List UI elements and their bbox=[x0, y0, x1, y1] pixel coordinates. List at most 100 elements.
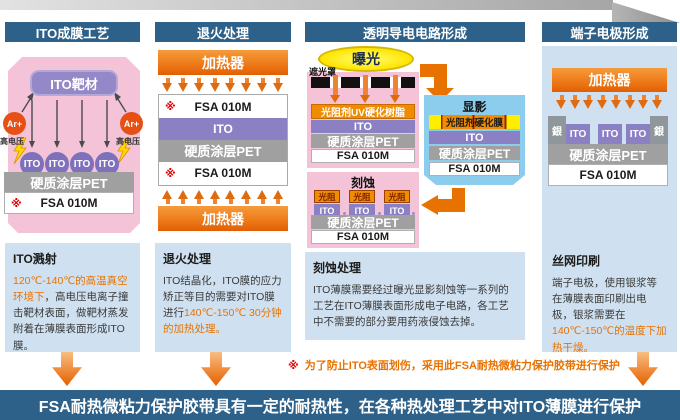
resist-cap-label: 光阻 bbox=[388, 191, 406, 202]
etch-residue-dot bbox=[343, 212, 346, 215]
header-step2: 退火处理 bbox=[155, 22, 291, 42]
anneal-desc-highlight: 140℃-150℃ 30分钟的加热处理。 bbox=[163, 307, 282, 336]
down-arrow-icon bbox=[624, 95, 636, 109]
ref-mark: ※ bbox=[11, 197, 22, 210]
uv-arrow-icon bbox=[333, 75, 338, 96]
flow-arrow-shaft bbox=[0, 0, 613, 10]
pet-layer-label: 硬质涂层PET bbox=[438, 146, 511, 161]
cured-resist-layer: 光阻剂硬化膜 bbox=[429, 115, 520, 129]
etch-residue-dot bbox=[378, 212, 381, 215]
conclusion-arrow-icon bbox=[628, 352, 658, 386]
pet-layer: 硬质涂层PET bbox=[4, 172, 134, 192]
ito-layer-label: ITO bbox=[465, 131, 484, 144]
uv-resist-layer: 光阻剂UV硬化树脂 bbox=[311, 104, 415, 119]
ito-particle-label: ITO bbox=[98, 158, 116, 170]
down-arrow-icon bbox=[556, 95, 567, 109]
up-arrow-icon bbox=[193, 190, 205, 204]
argon-ion-left: Ar+ bbox=[3, 112, 26, 135]
down-arrow-icon bbox=[162, 78, 173, 92]
up-arrow-icon bbox=[162, 190, 173, 204]
down-arrow-icon bbox=[209, 78, 221, 92]
protection-note: ※ 为了防止ITO表面划伤，采用此FSA耐热微粘力保护胶带进行保护 bbox=[288, 357, 628, 373]
ito-trace: ITO bbox=[349, 204, 375, 217]
ito-particle-label: ITO bbox=[48, 158, 66, 170]
ito-trace-label: ITO bbox=[354, 205, 370, 216]
silver-electrode: 銀 bbox=[650, 116, 668, 144]
anneal-desc-title: 退火处理 bbox=[163, 252, 212, 266]
etch-desc-title: 刻蚀处理 bbox=[313, 261, 362, 275]
fsa-film-label: FSA 010M bbox=[194, 99, 252, 114]
resist-cap: 光阻 bbox=[314, 190, 340, 203]
down-arrow-icon bbox=[225, 78, 236, 92]
high-voltage-left-label: 高电压 bbox=[0, 137, 24, 146]
fsa-film-label: FSA 010M bbox=[336, 150, 390, 162]
ito-electrode-label: ITO bbox=[629, 128, 647, 140]
ito-electrode: ITO bbox=[598, 124, 622, 144]
step-arrow-2-head-icon bbox=[421, 195, 438, 215]
etch-desc-text: ITO薄膜需要经过曝光显影刻蚀等一系列的工艺在ITO薄膜表面形成电子电路，各工艺… bbox=[313, 283, 509, 329]
ito-layer: ITO bbox=[429, 131, 520, 144]
heat-arrows-down bbox=[162, 78, 284, 92]
sputter-desc-title: ITO溅射 bbox=[13, 252, 57, 266]
conclusion-arrow-icon bbox=[201, 352, 231, 386]
heat-arrows-up bbox=[162, 190, 284, 204]
anneal-stack: ※ FSA 010M ITO 硬质涂层PET ※ FSA 010M bbox=[158, 94, 288, 186]
conclusion-arrow-icon bbox=[52, 352, 82, 386]
terminal-desc-title: 丝网印刷 bbox=[552, 254, 601, 268]
heat-arrows-down bbox=[556, 95, 663, 109]
pet-layer-label: 硬质涂层PET bbox=[569, 147, 647, 163]
fsa-film-layer: FSA 010M bbox=[429, 162, 520, 176]
terminal-description: 丝网印刷 端子电极，使用银浆等在薄膜表面印刷出电极，银浆需要在140℃-150℃… bbox=[544, 245, 675, 354]
ito-electrode: ITO bbox=[626, 124, 650, 144]
step-arrow-1 bbox=[434, 64, 447, 90]
down-arrow-icon bbox=[651, 95, 663, 109]
heater-top: 加热器 bbox=[158, 50, 288, 75]
ito-trace: ITO bbox=[384, 204, 410, 217]
down-arrow-icon bbox=[241, 78, 252, 92]
header-step1-label: ITO成膜工艺 bbox=[35, 25, 110, 41]
down-arrow-icon bbox=[638, 95, 649, 109]
develop-label: 显影 bbox=[462, 99, 487, 114]
sputter-desc-text: 120℃-140℃的高温真空环境下，高电压电离子撞击靶材表面，做靶材蒸发附着在薄… bbox=[13, 273, 132, 354]
down-arrow-icon bbox=[610, 95, 622, 109]
terminal-desc-body: 端子电极，使用银浆等在薄膜表面印刷出电极，银浆需要在 bbox=[552, 276, 657, 322]
ito-electrode-label: ITO bbox=[569, 128, 587, 140]
pet-layer: 硬质涂层PET bbox=[159, 140, 287, 162]
resist-cap-label: 光阻 bbox=[318, 191, 336, 202]
argon-ion-label: Ar+ bbox=[123, 118, 140, 129]
heater-label: 加热器 bbox=[202, 54, 244, 71]
ito-layer: ITO bbox=[311, 120, 415, 133]
flow-arrow-head-icon bbox=[612, 2, 680, 23]
uv-arrow-icon bbox=[360, 95, 370, 103]
pet-layer: 硬质涂层PET bbox=[548, 144, 668, 164]
heater-bottom: 加热器 bbox=[158, 206, 288, 231]
up-arrow-icon bbox=[225, 190, 236, 204]
uv-arrow-icon bbox=[363, 75, 368, 96]
silver-label: 銀 bbox=[654, 126, 664, 138]
header-step2-label: 退火处理 bbox=[196, 25, 249, 41]
ito-electrode: ITO bbox=[566, 124, 590, 144]
footer-text: FSA耐热微粘力保护胶带具有一定的耐热性，在各种热处理工艺中对ITO薄膜进行保护 bbox=[38, 399, 642, 416]
uv-arrow-icon bbox=[330, 95, 340, 103]
cured-resist-label: 光阻剂硬化膜 bbox=[445, 118, 503, 129]
high-voltage-right-label: 高电压 bbox=[116, 137, 140, 146]
footer-banner: FSA耐热微粘力保护胶带具有一定的耐热性，在各种热处理工艺中对ITO薄膜进行保护 bbox=[0, 390, 680, 420]
down-arrow-icon bbox=[257, 78, 268, 92]
fsa-film-label: FSA 010M bbox=[579, 168, 637, 182]
header-step4-label: 端子电极形成 bbox=[570, 25, 649, 41]
down-arrow-icon bbox=[597, 95, 608, 109]
fsa-film-layer: FSA 010M bbox=[311, 230, 415, 244]
down-arrow-icon bbox=[583, 95, 594, 109]
down-arrow-icon bbox=[193, 78, 205, 92]
silver-label: 銀 bbox=[552, 126, 562, 138]
develop-title: 显影 bbox=[424, 99, 525, 114]
uv-arrow-icon bbox=[393, 75, 398, 96]
resist-cap: 光阻 bbox=[384, 190, 410, 203]
pet-layer-label: 硬质涂层PET bbox=[184, 144, 262, 160]
header-step3-label: 透明导电电路形成 bbox=[362, 25, 467, 41]
fsa-film-label: FSA 010M bbox=[40, 196, 98, 210]
ito-particle-label: ITO bbox=[23, 158, 41, 170]
pet-layer-label: 硬质涂层PET bbox=[30, 175, 108, 191]
silver-electrode: 銀 bbox=[548, 116, 566, 144]
ito-electrode-label: ITO bbox=[601, 128, 619, 140]
